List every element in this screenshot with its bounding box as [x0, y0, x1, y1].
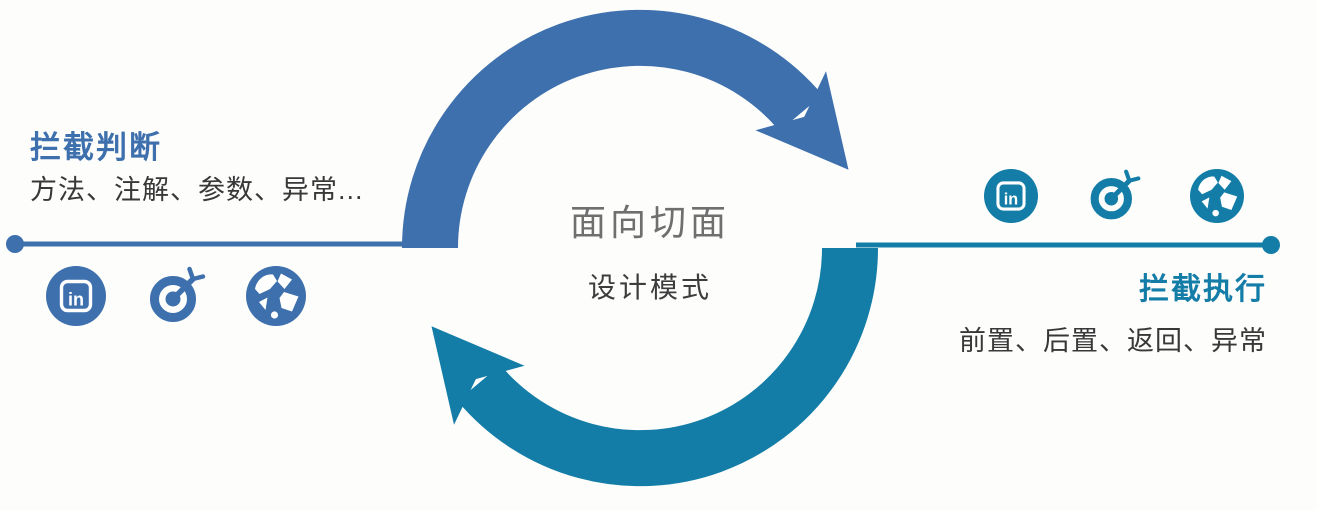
- right-connector-dot: [1262, 236, 1280, 254]
- linkedin-icon: in: [984, 169, 1038, 223]
- right-icon-row: in: [984, 169, 1244, 223]
- left-connector-dot: [6, 235, 24, 253]
- linkedin-icon: in: [46, 266, 106, 326]
- target-icon: [150, 266, 206, 322]
- globe-icon: [246, 266, 306, 326]
- left-icon-row: in: [46, 266, 306, 326]
- bottom-cycle-arrow: [431, 247, 878, 487]
- right-section-title: 拦截执行: [1139, 273, 1267, 306]
- center-subtitle: 设计模式: [587, 272, 712, 303]
- left-section-title: 拦截判断: [30, 130, 162, 165]
- left-section-subtitle: 方法、注解、参数、异常...: [30, 175, 364, 205]
- linkedin-in-label: in: [1004, 191, 1018, 209]
- right-section-subtitle: 前置、后置、返回、异常: [959, 326, 1267, 356]
- right-label-block: 拦截执行 前置、后置、返回、异常: [959, 264, 1267, 358]
- top-cycle-arrow: [402, 9, 849, 249]
- center-title: 面向切面: [569, 203, 730, 243]
- center-label-block: 面向切面 设计模式: [440, 194, 860, 306]
- globe-icon: [1190, 169, 1244, 223]
- linkedin-in-label: in: [68, 290, 84, 310]
- target-icon: [1090, 169, 1141, 220]
